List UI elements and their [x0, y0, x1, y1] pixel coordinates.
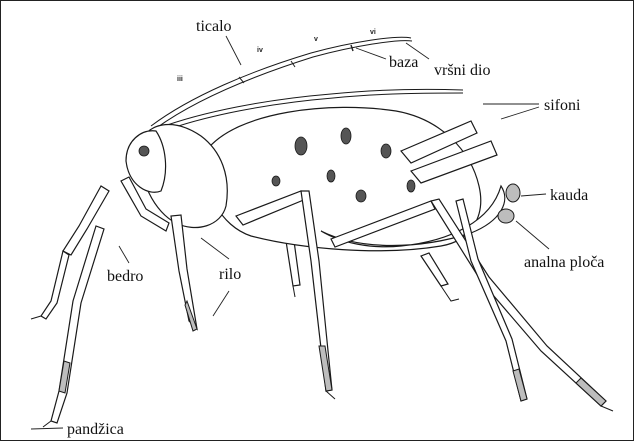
leader-rilo-1	[201, 238, 229, 259]
segment-label-v: v	[314, 36, 318, 43]
label-rilo: rilo	[219, 266, 241, 283]
label-kauda: kauda	[550, 187, 588, 204]
label-vrsni-dio: vršni dio	[434, 62, 490, 79]
segment-label-iii: iii	[177, 76, 183, 83]
label-baza: baza	[389, 54, 418, 71]
leader-kauda	[521, 194, 546, 196]
leader-analna-ploca	[516, 221, 549, 249]
leg-front-right	[43, 177, 169, 427]
label-ticalo: ticalo	[196, 18, 232, 35]
anal-plate	[498, 209, 514, 223]
leader-ticalo	[226, 36, 241, 65]
leader-pandzica	[31, 428, 63, 429]
leader-baza	[356, 48, 386, 59]
label-bedro: bedro	[107, 268, 143, 285]
leader-sifoni-2	[501, 107, 539, 119]
segment-label-iv: iv	[257, 47, 263, 54]
leg-hind-right	[421, 253, 459, 301]
cauda	[506, 184, 520, 202]
leg-mid-right	[286, 241, 300, 297]
label-sifoni: sifoni	[544, 97, 581, 114]
segment-label-vi: vi	[370, 29, 376, 36]
label-analna-ploca: analna ploča	[524, 254, 604, 271]
leader-rilo-2	[213, 291, 229, 316]
label-pandzica: pandžica	[67, 421, 124, 438]
leg-hind-left-2	[456, 199, 527, 401]
rostrum	[171, 215, 197, 331]
leader-bedro	[119, 246, 129, 263]
